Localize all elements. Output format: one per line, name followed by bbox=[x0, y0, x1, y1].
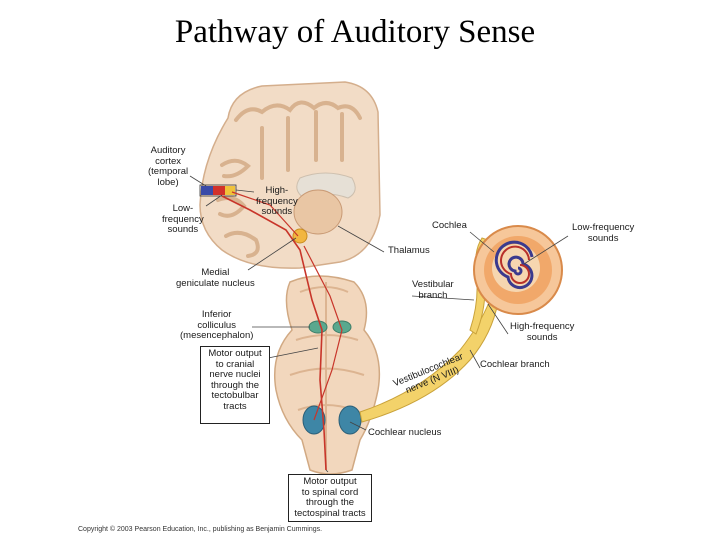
cochlea-spiral-red bbox=[500, 245, 530, 284]
label-low-frequency-sounds-cortex: Low- frequency sounds bbox=[162, 203, 204, 235]
label-inferior-colliculus: Inferior colliculus (mesencephalon) bbox=[180, 309, 254, 341]
auditory-pathway-line-3 bbox=[231, 191, 299, 237]
auditory-cortex-band-yellow bbox=[225, 186, 235, 195]
label-high-frequency-sounds-cortex: High- frequency sounds bbox=[256, 185, 298, 217]
label-high-frequency-sounds-cochlea: High-frequency sounds bbox=[510, 321, 575, 343]
copyright-notice: Copyright © 2003 Pearson Education, Inc.… bbox=[78, 526, 323, 533]
label-auditory-cortex: Auditory cortex (temporal lobe) bbox=[148, 145, 189, 188]
page-title: Pathway of Auditory Sense bbox=[174, 14, 536, 50]
box-motor-output-cranial: Motor output to cranial nerve nuclei thr… bbox=[200, 346, 270, 424]
auditory-cortex-band-blue bbox=[201, 186, 213, 195]
inferior-colliculus-right bbox=[332, 320, 352, 334]
leader-lines bbox=[189, 175, 569, 473]
medial-geniculate-shape bbox=[292, 228, 308, 244]
cochlear-nucleus-right bbox=[338, 405, 362, 435]
auditory-pathway-line bbox=[221, 195, 327, 471]
label-vestibular-branch: Vestibular branch bbox=[412, 279, 454, 301]
label-cochlear-branch: Cochlear branch bbox=[480, 359, 550, 370]
thalamus-shape bbox=[293, 189, 343, 235]
auditory-pathway-line-2 bbox=[303, 245, 343, 421]
label-medial-geniculate-nucleus: Medial geniculate nucleus bbox=[176, 267, 255, 289]
label-cochlear-nucleus: Cochlear nucleus bbox=[368, 427, 442, 438]
cochlea-spiral bbox=[494, 240, 534, 290]
auditory-cortex-outline bbox=[199, 184, 237, 197]
auditory-cortex-band-red bbox=[213, 186, 225, 195]
label-thalamus: Thalamus bbox=[388, 245, 430, 256]
inferior-colliculus-left bbox=[308, 320, 328, 334]
label-low-frequency-sounds-cochlea: Low-frequency sounds bbox=[572, 222, 635, 244]
box-motor-output-spinal: Motor output to spinal cord through the … bbox=[288, 474, 372, 522]
cerebral-gyri bbox=[216, 100, 362, 258]
label-cochlea: Cochlea bbox=[432, 220, 467, 231]
